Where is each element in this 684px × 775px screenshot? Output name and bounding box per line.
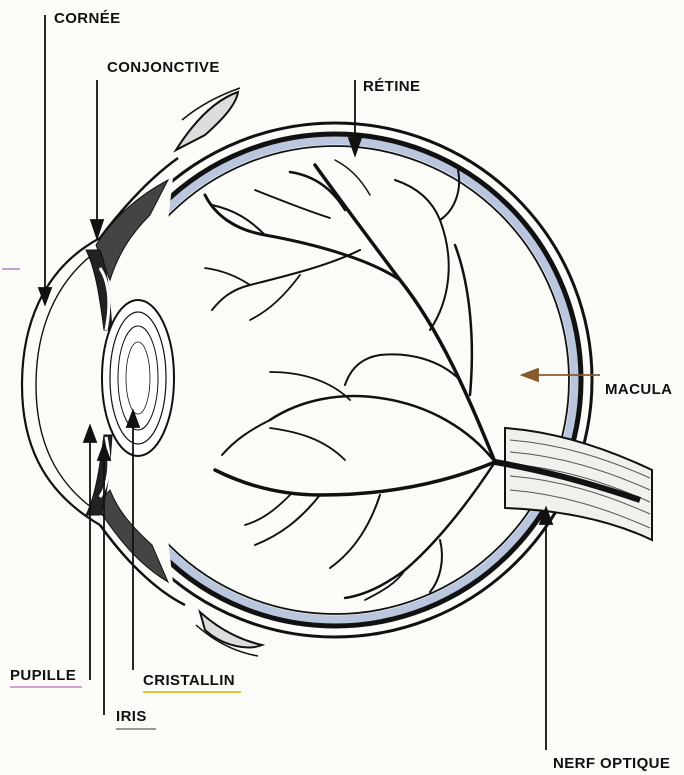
label-conjunctiva: CONJONCTIVE bbox=[107, 59, 220, 76]
highlight-mark-left bbox=[2, 268, 20, 270]
lower-eyelid-tissue bbox=[200, 612, 262, 647]
upper-eyelid-tissue bbox=[176, 92, 238, 150]
highlight-underline-pupil bbox=[10, 686, 82, 688]
label-lens: CRISTALLIN bbox=[143, 672, 235, 689]
label-macula: MACULA bbox=[605, 381, 672, 398]
lens-outer bbox=[102, 300, 174, 456]
highlight-underline-iris bbox=[116, 728, 156, 730]
label-pupil: PUPILLE bbox=[10, 667, 76, 684]
label-iris: IRIS bbox=[116, 708, 147, 725]
label-cornea: CORNÉE bbox=[54, 10, 121, 27]
label-retina: RÉTINE bbox=[363, 78, 420, 95]
label-optic-nerve: NERF OPTIQUE bbox=[553, 755, 670, 772]
highlight-underline-lens bbox=[143, 691, 241, 693]
retinal-vessels bbox=[205, 160, 495, 600]
